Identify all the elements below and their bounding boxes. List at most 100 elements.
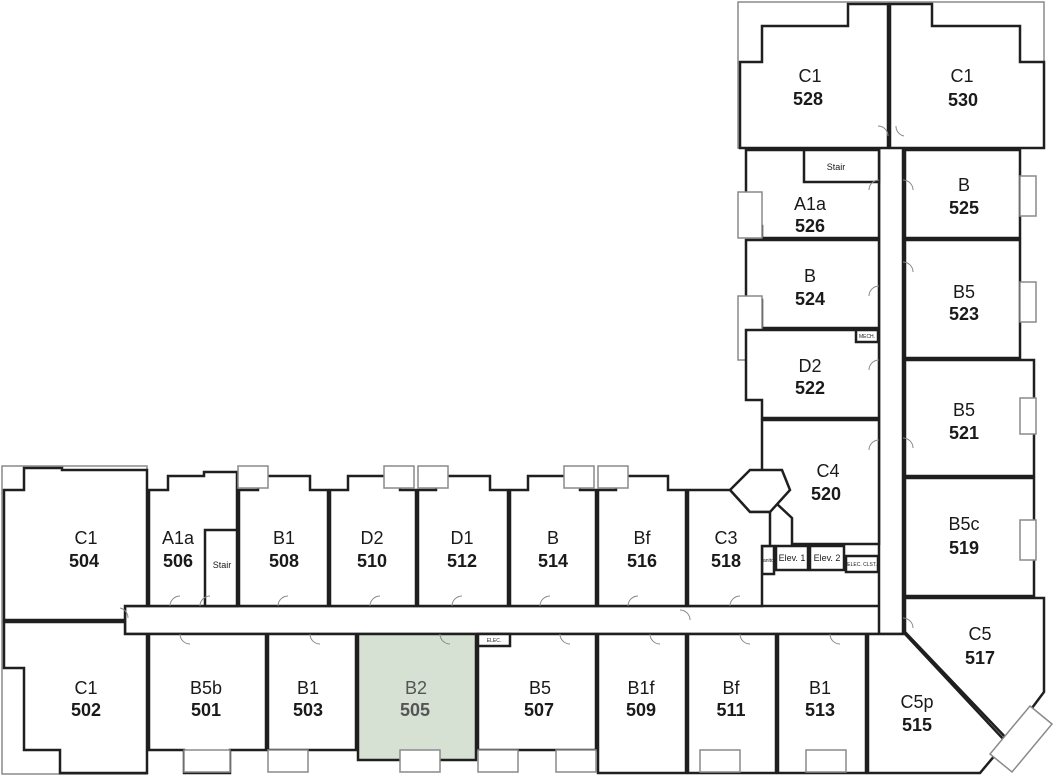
corridor-horizontal — [123, 604, 905, 636]
room-518[interactable]: C3 518 — [686, 488, 772, 608]
room-513[interactable]: B1 513 — [776, 632, 868, 775]
window-bay — [1019, 519, 1037, 561]
stair-north: Stair — [802, 148, 881, 184]
svg-text:Stair: Stair — [213, 560, 232, 570]
room-number: 528 — [793, 89, 823, 109]
room-512[interactable]: D1 512 — [416, 474, 510, 608]
room-type: B5c — [948, 514, 979, 534]
room-501[interactable]: B5b 501 — [147, 632, 268, 775]
room-type: B5b — [190, 678, 222, 698]
window-bay — [1019, 397, 1037, 435]
corridor-elec-closet: ELEC. — [476, 632, 512, 648]
room-type: Bf — [633, 528, 651, 548]
room-number: 505 — [400, 700, 430, 720]
window-bay — [237, 465, 269, 489]
room-519[interactable]: B5c 519 — [903, 476, 1036, 598]
room-type: C5 — [968, 624, 991, 644]
room-number: 511 — [716, 700, 745, 720]
room-number: 520 — [811, 484, 841, 504]
window-bay — [737, 191, 763, 239]
room-type: B2 — [405, 678, 427, 698]
room-type: C1 — [798, 66, 821, 86]
room-528[interactable]: C1 528 — [738, 2, 890, 150]
room-508[interactable]: B1 508 — [237, 474, 330, 608]
room-type: B5 — [953, 282, 975, 302]
window-bay — [383, 465, 415, 489]
room-type: D1 — [450, 528, 473, 548]
elec-closet: ELEC. CLST. — [844, 554, 880, 574]
room-530[interactable]: C1 530 — [888, 2, 1046, 150]
elevator-2: Elev. 2 — [808, 544, 846, 572]
svg-text:Elev. 2: Elev. 2 — [814, 553, 841, 563]
room-number: 517 — [965, 648, 995, 668]
room-type: B5 — [953, 400, 975, 420]
window-bay — [477, 749, 519, 773]
room-number: 504 — [69, 551, 99, 571]
svg-text:Stair: Stair — [827, 162, 846, 172]
room-type: B1f — [627, 678, 655, 698]
room-number: 507 — [524, 700, 554, 720]
room-515[interactable]: C5p 515 — [866, 632, 1008, 775]
window-bay — [988, 704, 1054, 774]
room-type: C1 — [74, 678, 97, 698]
room-number: 525 — [949, 198, 979, 218]
room-type: B1 — [809, 678, 831, 698]
window-bay — [1019, 281, 1037, 323]
window-bay — [805, 749, 847, 773]
room-number: 502 — [71, 700, 101, 720]
room-number: 518 — [711, 551, 741, 571]
room-type: B — [547, 528, 559, 548]
room-number: 508 — [269, 551, 299, 571]
room-type: A1a — [162, 528, 195, 548]
room-520[interactable]: C4 520 — [760, 418, 881, 546]
room-521[interactable]: B5 521 — [903, 358, 1036, 478]
window-bay — [597, 465, 629, 489]
room-type: D2 — [360, 528, 383, 548]
room-type: B5 — [529, 678, 551, 698]
svg-text:ELEC. CLST.: ELEC. CLST. — [847, 562, 876, 568]
window-bay — [563, 465, 595, 489]
room-525[interactable]: B 525 — [903, 148, 1022, 240]
window-bay — [1019, 175, 1037, 217]
svg-text:MECH.: MECH. — [859, 334, 875, 340]
room-number: 506 — [163, 551, 193, 571]
room-type: Bf — [722, 678, 740, 698]
room-505[interactable]: B2 505 — [356, 632, 478, 762]
svg-text:ELEC.: ELEC. — [487, 638, 501, 644]
room-type: B — [804, 266, 816, 286]
room-503[interactable]: B1 503 — [266, 632, 358, 752]
window-bay — [699, 749, 741, 773]
room-509[interactable]: B1f 509 — [596, 632, 688, 775]
room-type: C1 — [950, 66, 973, 86]
room-number: 503 — [293, 700, 323, 720]
room-504[interactable]: C1 504 — [2, 466, 149, 622]
room-511[interactable]: Bf 511 — [686, 632, 778, 775]
room-502[interactable]: C1 502 — [2, 620, 149, 775]
room-510[interactable]: D2 510 — [328, 474, 418, 608]
room-516[interactable]: Bf 516 — [596, 474, 688, 608]
corridor-vertical — [877, 123, 905, 636]
room-number: 501 — [191, 700, 221, 720]
room-type: A1a — [794, 194, 827, 214]
room-507[interactable]: B5 507 — [476, 632, 598, 752]
room-type: C5p — [900, 692, 933, 712]
room-number: 512 — [447, 551, 477, 571]
room-524[interactable]: B 524 — [744, 238, 881, 330]
window-bay — [267, 749, 309, 773]
room-number: 513 — [805, 700, 835, 720]
svg-text:Elev. 1: Elev. 1 — [779, 553, 806, 563]
window-bay — [399, 749, 441, 773]
room-number: 530 — [948, 90, 978, 110]
room-514[interactable]: B 514 — [508, 474, 598, 608]
room-number: 519 — [949, 538, 979, 558]
room-number: 516 — [627, 551, 657, 571]
window-bay — [555, 749, 597, 773]
room-type: B1 — [297, 678, 319, 698]
room-type: B1 — [273, 528, 295, 548]
room-number: 526 — [795, 216, 825, 236]
room-type: C4 — [816, 461, 839, 481]
stair-west: Stair — [203, 528, 239, 608]
room-type: C3 — [714, 528, 737, 548]
room-523[interactable]: B5 523 — [903, 238, 1022, 360]
